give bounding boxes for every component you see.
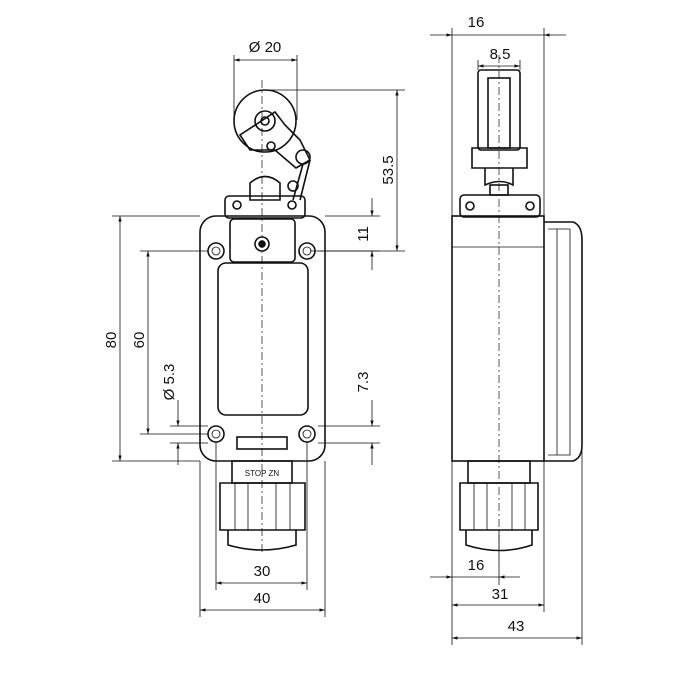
front-cable-gland: STOP ZN <box>219 460 306 551</box>
front-roller-lever <box>233 89 312 201</box>
dim-hole-spacing-horizontal: 30 <box>254 563 271 580</box>
dim-total-height: 80 <box>103 332 120 349</box>
side-roller <box>471 69 528 196</box>
dim-side-bottom-width: 16 <box>468 557 485 574</box>
dim-side-top-width: 16 <box>468 14 485 31</box>
side-view: 16 8.5 16 31 43 <box>430 14 583 645</box>
dim-roller-diameter: Ø 20 <box>249 39 282 56</box>
dim-side-total-depth: 43 <box>508 618 525 635</box>
front-head <box>224 195 306 219</box>
dim-actuator-height: 53.5 <box>380 155 397 184</box>
side-cover <box>544 221 583 462</box>
dim-bottom-hole-offset: 7.3 <box>355 372 372 393</box>
dim-side-body-depth: 31 <box>492 586 509 603</box>
front-view: STOP ZN Ø 20 53.5 11 7.3 80 60 <box>103 39 405 617</box>
dim-hole-spacing-vertical: 60 <box>131 332 148 349</box>
front-mounting-holes <box>207 242 316 443</box>
side-body <box>451 215 545 462</box>
dim-top-hole-offset: 11 <box>355 226 372 242</box>
body-marking: STOP ZN <box>245 469 280 478</box>
dim-roller-width: 8.5 <box>490 46 511 63</box>
dim-front-width: 40 <box>254 590 271 607</box>
dim-hole-diameter: Ø 5.3 <box>161 364 178 401</box>
